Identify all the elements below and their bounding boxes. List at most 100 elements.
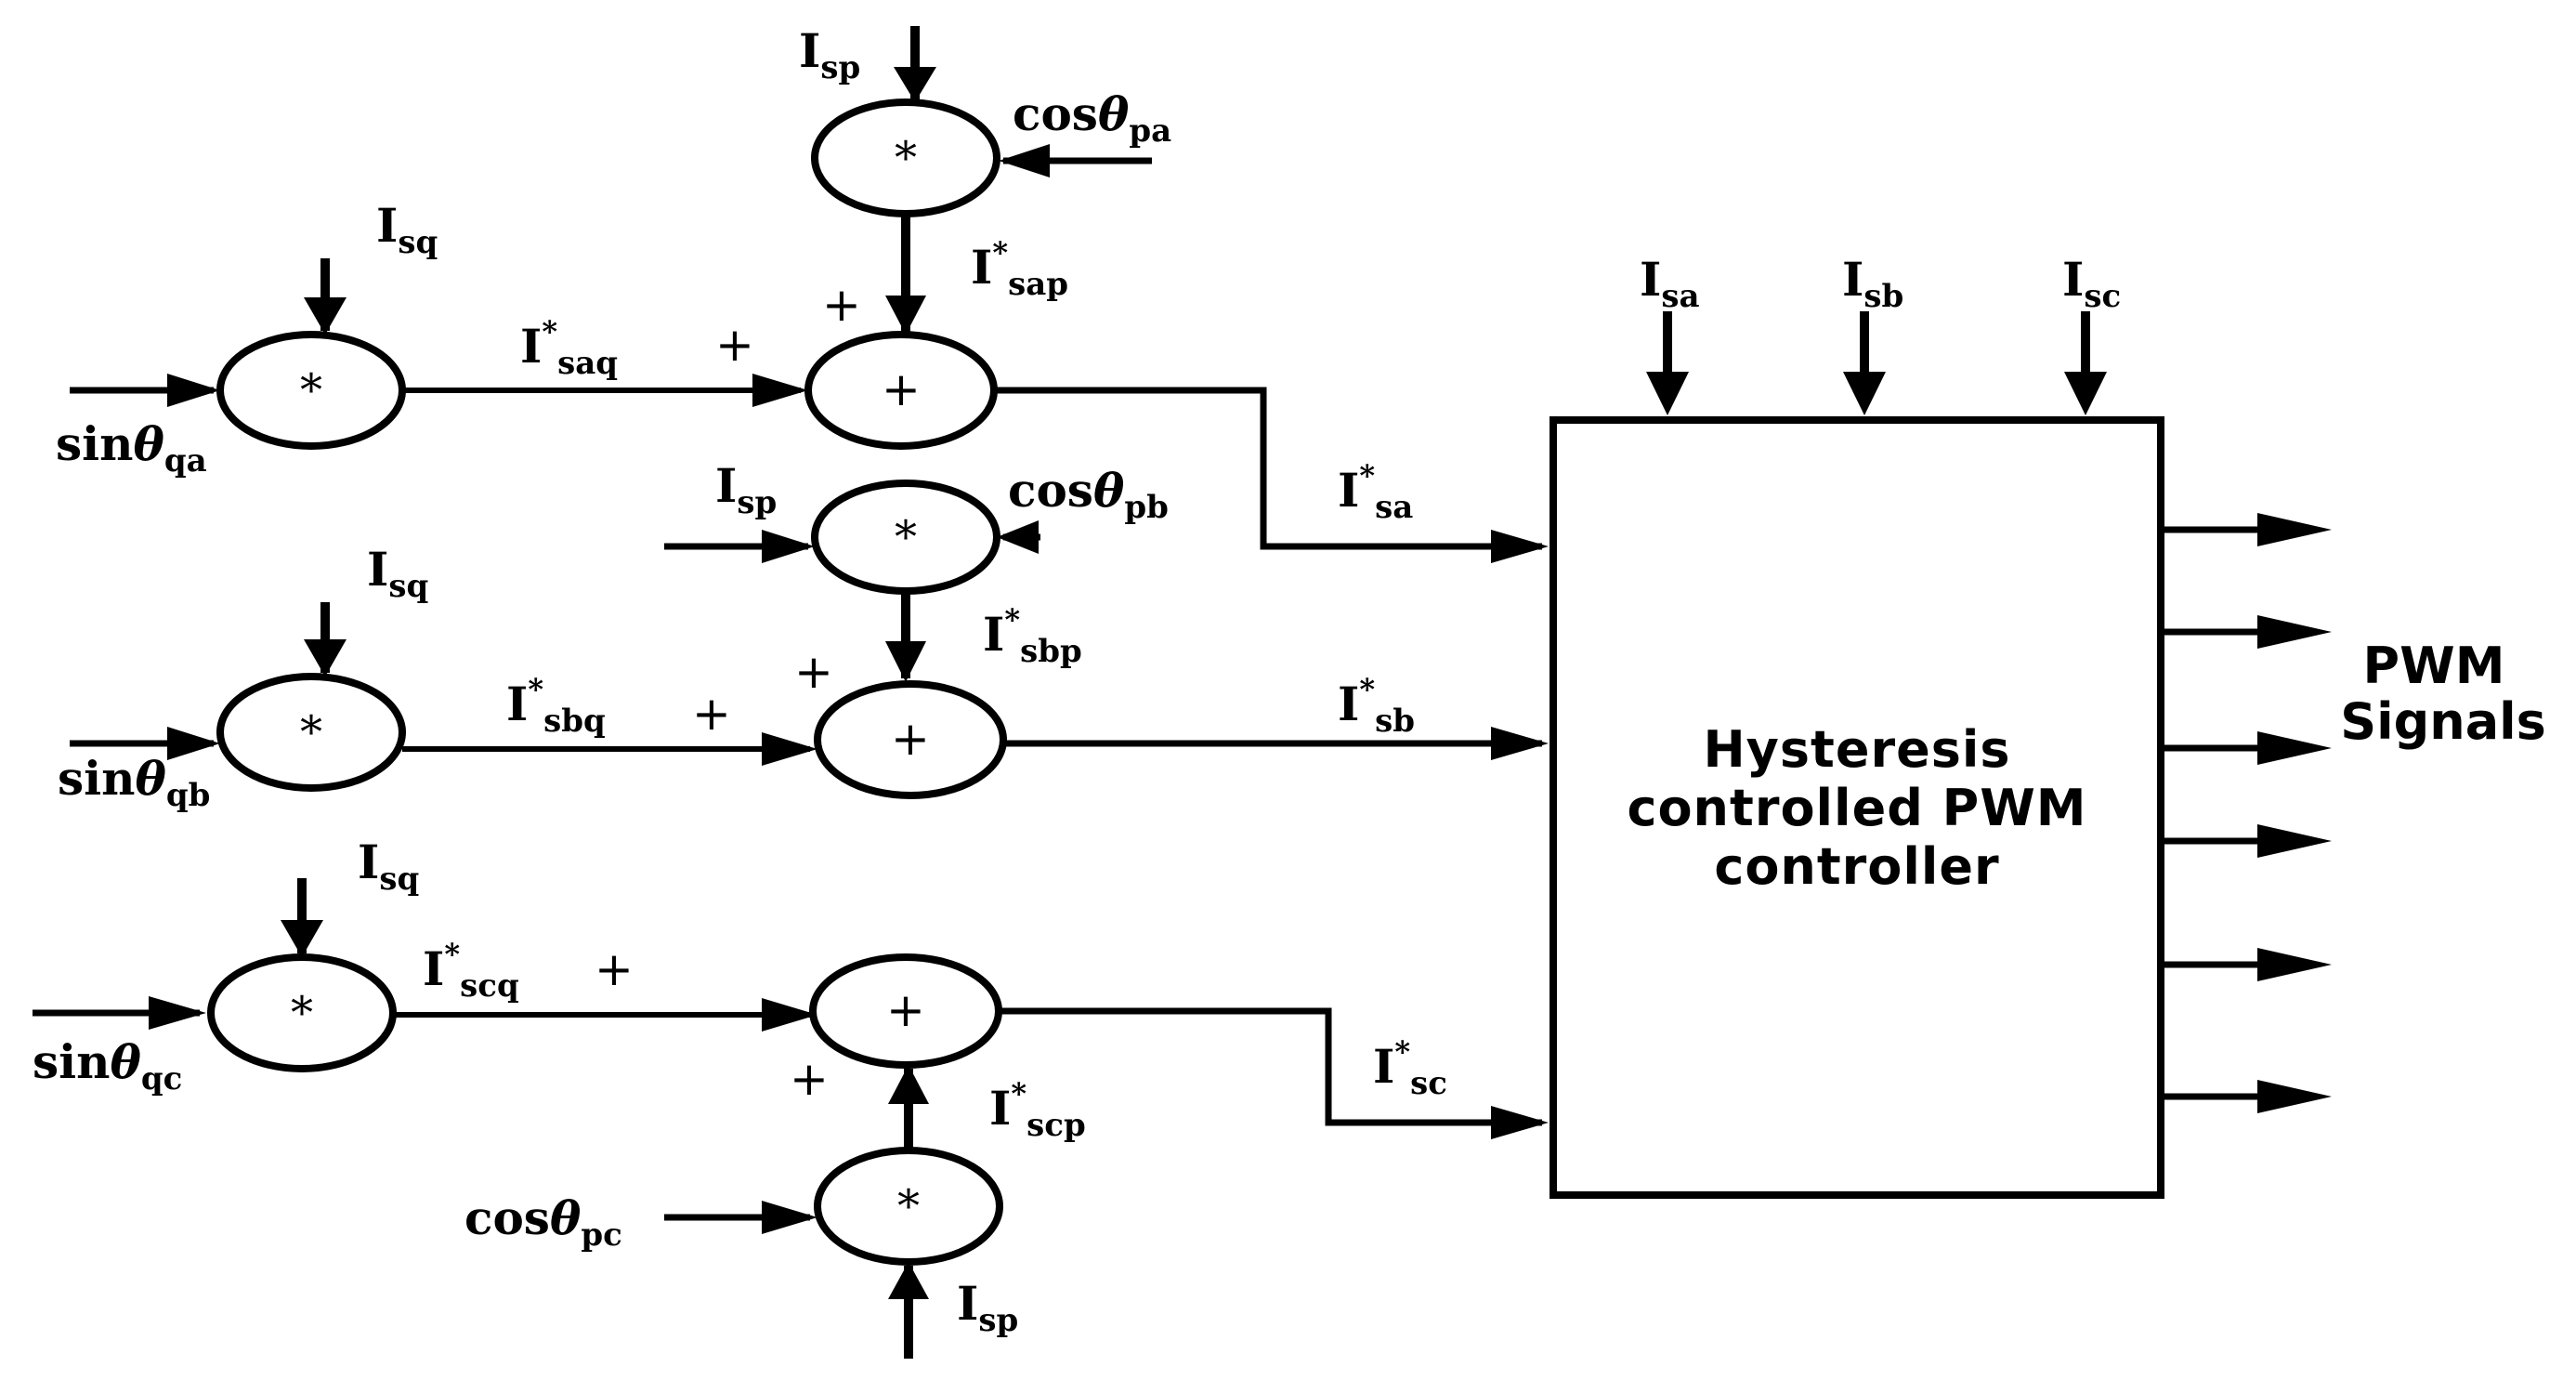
- pwm-output-3-arrowhead: [2257, 731, 2332, 765]
- summer-b-sign-p: +: [794, 645, 833, 699]
- multiplier-a-q: *: [216, 331, 406, 450]
- isb-ref-arrowhead: [1491, 727, 1549, 760]
- summer-c-sign-q: +: [595, 942, 634, 996]
- isc-ref-line: [999, 1007, 1542, 1126]
- svg-text:I*sb: I*sb: [1338, 672, 1415, 740]
- label-cos-pa: cosθpa: [1013, 86, 1171, 150]
- svg-text:sinθqc: sinθqc: [33, 1034, 182, 1097]
- svg-text:I*scp: I*scp: [989, 1076, 1086, 1144]
- svg-text:I*sbp: I*sbp: [983, 602, 1082, 670]
- isbp-arrowhead: [885, 641, 926, 682]
- svg-text:Isp: Isp: [957, 1276, 1018, 1339]
- summer-a: +: [804, 331, 998, 450]
- isa-ref-arrowhead: [1491, 530, 1549, 563]
- isbq-arrowhead: [762, 732, 817, 766]
- label-isb-ref: I*sb: [1338, 672, 1415, 740]
- multiply-symbol: *: [291, 987, 313, 1039]
- meas-isb-arrowhead: [1843, 372, 1886, 415]
- svg-text:I*scq: I*scq: [423, 937, 519, 1005]
- multiply-symbol: *: [300, 706, 322, 758]
- multiplier-b-p: *: [811, 480, 1000, 595]
- multiplier-c-q: *: [207, 953, 397, 1072]
- isp-b-arrowhead: [762, 530, 815, 563]
- summer-a-sign-q: +: [715, 318, 754, 372]
- label-sin-qa: sinθqa: [56, 416, 207, 480]
- pwm-output-6-arrowhead: [2257, 1080, 2332, 1113]
- multiply-symbol: *: [895, 511, 917, 563]
- isaq-arrowhead: [752, 374, 808, 407]
- svg-text:Isc: Isc: [2062, 252, 2121, 315]
- pwm-output-arrows: [2161, 513, 2332, 1113]
- meas-isa-arrowhead: [1646, 372, 1689, 415]
- add-symbol: +: [882, 362, 921, 416]
- pwm-signals-label-line1: PWM: [2363, 637, 2505, 695]
- svg-text:I*sc: I*sc: [1373, 1034, 1447, 1102]
- label-isq-a: Isq: [376, 198, 438, 261]
- label-sin-qc: sinθqc: [33, 1034, 182, 1097]
- pwm-output-4-arrowhead: [2257, 824, 2332, 858]
- label-isaq: I*saq: [520, 314, 618, 382]
- svg-text:I*sa: I*sa: [1338, 458, 1413, 526]
- label-meas-isb: Isb: [1842, 252, 1903, 315]
- label-meas-isa: Isa: [1640, 252, 1700, 315]
- controller-title-line3: controller: [1714, 837, 1999, 896]
- svg-text:I*sbq: I*sbq: [506, 672, 606, 740]
- controller-title-line2: controlled PWM: [1627, 779, 2086, 837]
- svg-text:Isb: Isb: [1842, 252, 1903, 315]
- isq-c-arrowhead: [281, 920, 323, 957]
- svg-text:sinθqa: sinθqa: [56, 416, 207, 480]
- label-isp-b: Isp: [715, 458, 777, 521]
- label-isq-b: Isq: [367, 542, 428, 605]
- iscq-arrowhead: [762, 998, 817, 1032]
- svg-text:Isq: Isq: [367, 542, 428, 605]
- svg-text:cosθpa: cosθpa: [1013, 86, 1171, 150]
- controller-title-line1: Hysteresis: [1703, 720, 2010, 779]
- add-symbol: +: [891, 712, 930, 766]
- cos-pa-arrowhead: [999, 144, 1050, 177]
- isp-c-arrowhead: [888, 1262, 929, 1299]
- isap-arrowhead: [885, 296, 926, 335]
- label-cos-pb: cosθpb: [1008, 463, 1169, 526]
- label-isp-a: Isp: [799, 23, 860, 86]
- label-isp-c: Isp: [957, 1276, 1018, 1339]
- pwm-output-1-arrowhead: [2257, 513, 2332, 546]
- label-cos-pc: cosθpc: [464, 1190, 622, 1254]
- svg-text:sinθqb: sinθqb: [58, 751, 210, 814]
- sin-qc-arrowhead: [149, 996, 206, 1030]
- multiplier-a-p: *: [811, 99, 1000, 217]
- svg-text:I*sap: I*sap: [971, 235, 1068, 303]
- summer-b-sign-q: +: [692, 687, 731, 741]
- label-sin-qb: sinθqb: [58, 751, 210, 814]
- multiply-symbol: *: [300, 364, 322, 416]
- isq-a-arrowhead: [304, 297, 347, 335]
- isp-a-arrowhead: [894, 67, 936, 102]
- label-iscp: I*scp: [989, 1076, 1086, 1144]
- svg-text:Isq: Isq: [358, 835, 419, 898]
- label-isc-ref: I*sc: [1373, 1034, 1447, 1102]
- summer-c: +: [809, 953, 1002, 1069]
- cos-pb-arrowhead: [997, 520, 1039, 554]
- summer-c-sign-p: +: [790, 1052, 829, 1106]
- meas-isc-arrowhead: [2064, 372, 2107, 415]
- label-iscq: I*scq: [423, 937, 519, 1005]
- svg-text:Isa: Isa: [1640, 252, 1700, 315]
- svg-text:Isp: Isp: [715, 458, 777, 521]
- cos-pc-arrowhead: [762, 1201, 817, 1234]
- multiplier-b-q: *: [216, 673, 406, 792]
- pwm-signals-label-line2: Signals: [2340, 692, 2546, 751]
- svg-text:Isq: Isq: [376, 198, 438, 261]
- sin-qb-arrowhead: [167, 727, 220, 760]
- svg-text:I*saq: I*saq: [520, 314, 618, 382]
- label-meas-isc: Isc: [2062, 252, 2121, 315]
- label-isap: I*sap: [971, 235, 1068, 303]
- label-isbp: I*sbp: [983, 602, 1082, 670]
- isa-ref-line: [994, 387, 1542, 550]
- pwm-output-5-arrowhead: [2257, 948, 2332, 981]
- multiplier-c-p: *: [814, 1147, 1003, 1266]
- sin-qa-arrowhead: [167, 374, 220, 407]
- summer-a-sign-p: +: [822, 278, 861, 332]
- pwm-output-2-arrowhead: [2257, 615, 2332, 649]
- iscp-arrowhead: [888, 1065, 929, 1104]
- svg-text:cosθpc: cosθpc: [464, 1190, 622, 1254]
- multiply-symbol: *: [895, 132, 917, 184]
